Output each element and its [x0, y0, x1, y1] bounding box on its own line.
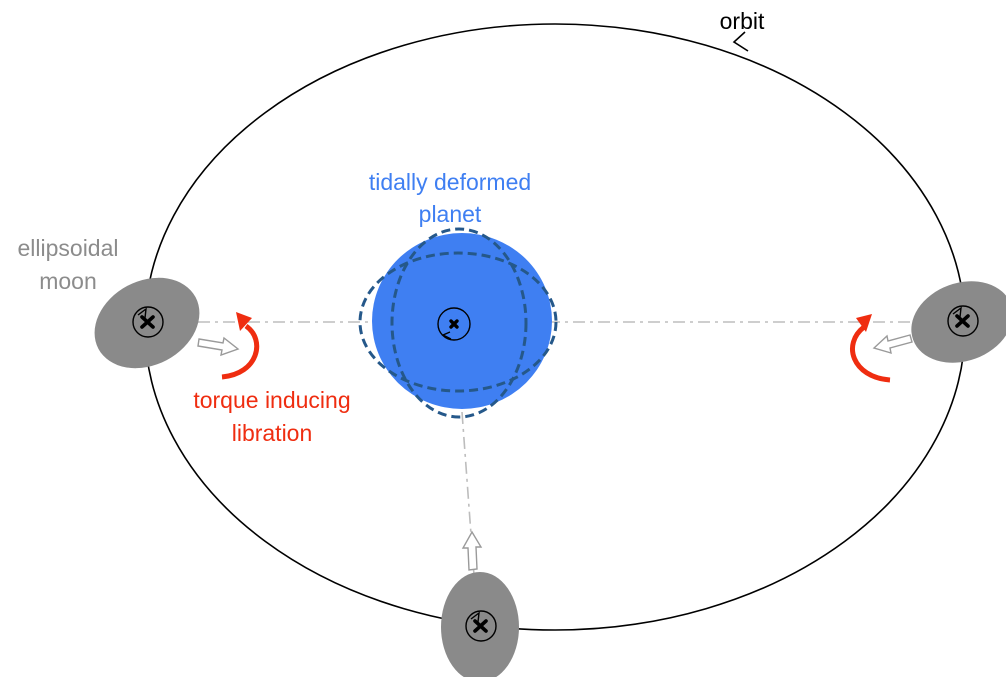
moon-label-line2: moon [39, 268, 97, 294]
torque-label-line2: libration [232, 420, 313, 446]
planet-spin-icon [437, 307, 471, 341]
orbit-label: orbit [720, 8, 765, 34]
planet-label-line2: planet [419, 201, 482, 227]
moon-bottom [441, 572, 519, 677]
torque-arrow-right-icon [850, 314, 891, 383]
force-arrow-bottom-icon [461, 530, 483, 571]
moon-left [94, 277, 200, 369]
planet-label-line1: tidally deformed [369, 169, 531, 195]
torque-label-line1: torque inducing [193, 387, 350, 413]
force-arrow-right-icon [872, 334, 913, 354]
tidally-deformed-planet [358, 227, 558, 419]
torque-arrow-left-icon [221, 312, 260, 380]
force-arrow-left-icon [197, 336, 240, 357]
orbit-direction-arrow-icon [732, 31, 749, 52]
planet-horizontal-bulge-outline [358, 251, 558, 393]
moon-label-line1: ellipsoidal [17, 235, 118, 261]
planet-vertical-bulge-outline [390, 227, 528, 419]
moon-right [911, 281, 1006, 363]
